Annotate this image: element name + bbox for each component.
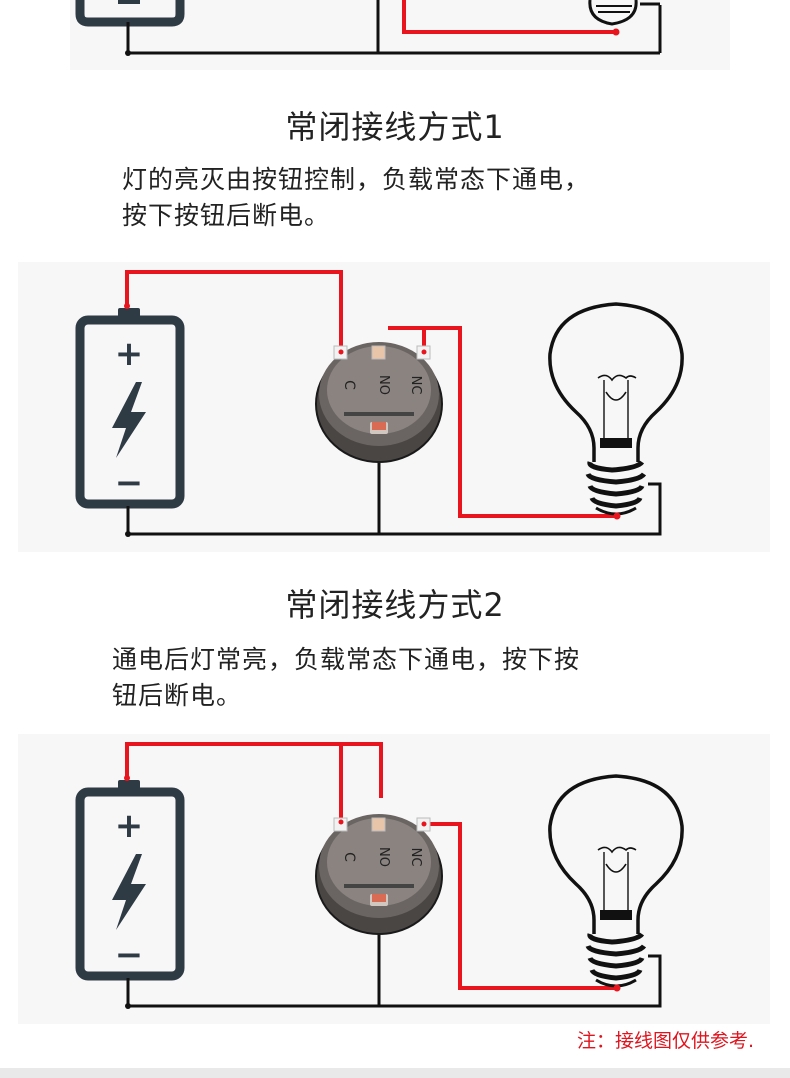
battery-plus-symbol: + <box>115 806 144 846</box>
light-bulb-icon <box>548 302 684 520</box>
section-1-title: 常闭接线方式1 <box>285 108 505 146</box>
red-wire <box>424 822 617 990</box>
terminal-label-nc: NC <box>408 376 423 395</box>
push-button-switch: C NO NC <box>315 342 443 463</box>
battery-icon: + − <box>75 308 185 509</box>
push-button-switch: C NO NC <box>315 814 443 935</box>
battery-plus-symbol: + <box>115 334 144 374</box>
black-wire <box>126 482 662 536</box>
battery-minus-symbol: − <box>115 935 144 975</box>
terminal-label-nc: NC <box>408 848 423 867</box>
terminal-label-no: NO <box>376 847 391 867</box>
light-bulb-icon <box>548 774 684 992</box>
description-line: 按下按钮后断电。 <box>122 201 331 230</box>
terminal-label-no: NO <box>376 375 391 395</box>
red-wire <box>125 742 383 798</box>
terminal-label-c: C <box>341 380 357 390</box>
wiring-diagram-top-partial <box>0 0 790 70</box>
red-wire <box>402 0 617 34</box>
description-line: 灯的亮灭由按钮控制，负载常态下通电， <box>122 165 591 194</box>
bottom-divider <box>0 1068 790 1078</box>
red-wire <box>125 270 343 352</box>
wiring-svg-1: + − C NO NC <box>75 270 684 537</box>
reference-note: 注：接线图仅供参考. <box>576 1030 754 1052</box>
wiring-diagram-1: + − C NO NC <box>0 262 790 552</box>
terminal-label-c: C <box>341 852 357 862</box>
section-2-title: 常闭接线方式2 <box>285 586 505 624</box>
partial-wiring-svg <box>75 0 662 56</box>
description-line: 钮后断电。 <box>112 681 243 710</box>
battery-icon: + − <box>75 780 185 981</box>
black-wire <box>126 954 662 1008</box>
section-1-description: 灯的亮灭由按钮控制，负载常态下通电， 按下按钮后断电。 <box>122 162 590 234</box>
wiring-diagram-2: + − C NO NC <box>0 734 790 1024</box>
wiring-svg-2: + − C NO NC <box>75 742 684 1009</box>
lightning-bolt-icon <box>112 382 146 458</box>
lightning-bolt-icon <box>112 854 146 930</box>
battery-icon-partial <box>75 0 185 27</box>
battery-minus-symbol: − <box>115 463 144 503</box>
description-line: 通电后灯常亮，负载常态下通电，按下按 <box>112 645 581 674</box>
section-2-description: 通电后灯常亮，负载常态下通电，按下按 钮后断电。 <box>112 642 580 714</box>
bulb-base-partial <box>588 0 660 36</box>
